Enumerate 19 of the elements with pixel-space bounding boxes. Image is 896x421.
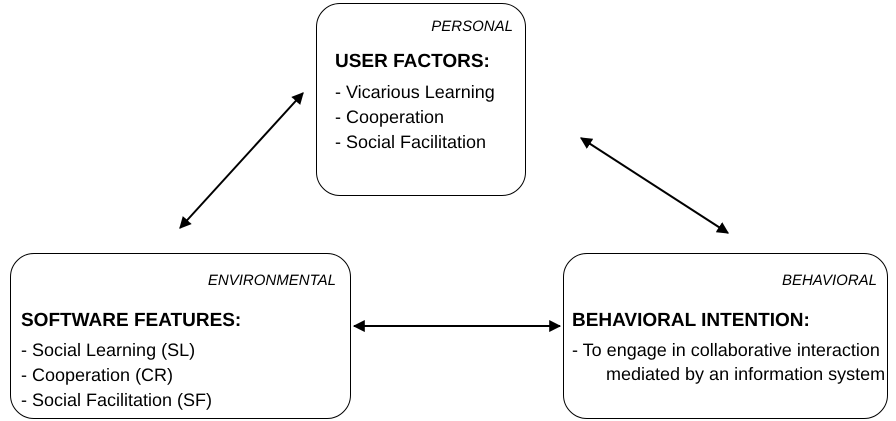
rounded-box xyxy=(563,253,888,419)
box-heading: SOFTWARE FEATURES: xyxy=(21,310,242,332)
list-item: - Cooperation (CR) xyxy=(21,364,174,387)
list-item: - Social Facilitation (SF) xyxy=(21,389,214,412)
box-heading: BEHAVIORAL INTENTION: xyxy=(572,310,810,332)
category-label: PERSONAL xyxy=(431,18,513,35)
category-label: BEHAVIORAL xyxy=(782,272,877,289)
rounded-box xyxy=(316,3,526,196)
list-item: - Social Learning (SL) xyxy=(21,339,196,362)
double-arrow xyxy=(179,92,304,229)
list-item: - To engage in collaborative interaction mediated by an information system xyxy=(572,339,886,386)
box-heading: USER FACTORS: xyxy=(335,51,490,73)
list-item: - Social Facilitation xyxy=(335,131,488,154)
category-label: ENVIRONMENTAL xyxy=(208,272,336,289)
double-arrow xyxy=(352,320,562,332)
double-arrow xyxy=(580,137,729,234)
rounded-box xyxy=(10,253,351,419)
list-item: - Cooperation xyxy=(335,106,446,129)
list-item: - Vicarious Learning xyxy=(335,81,496,104)
